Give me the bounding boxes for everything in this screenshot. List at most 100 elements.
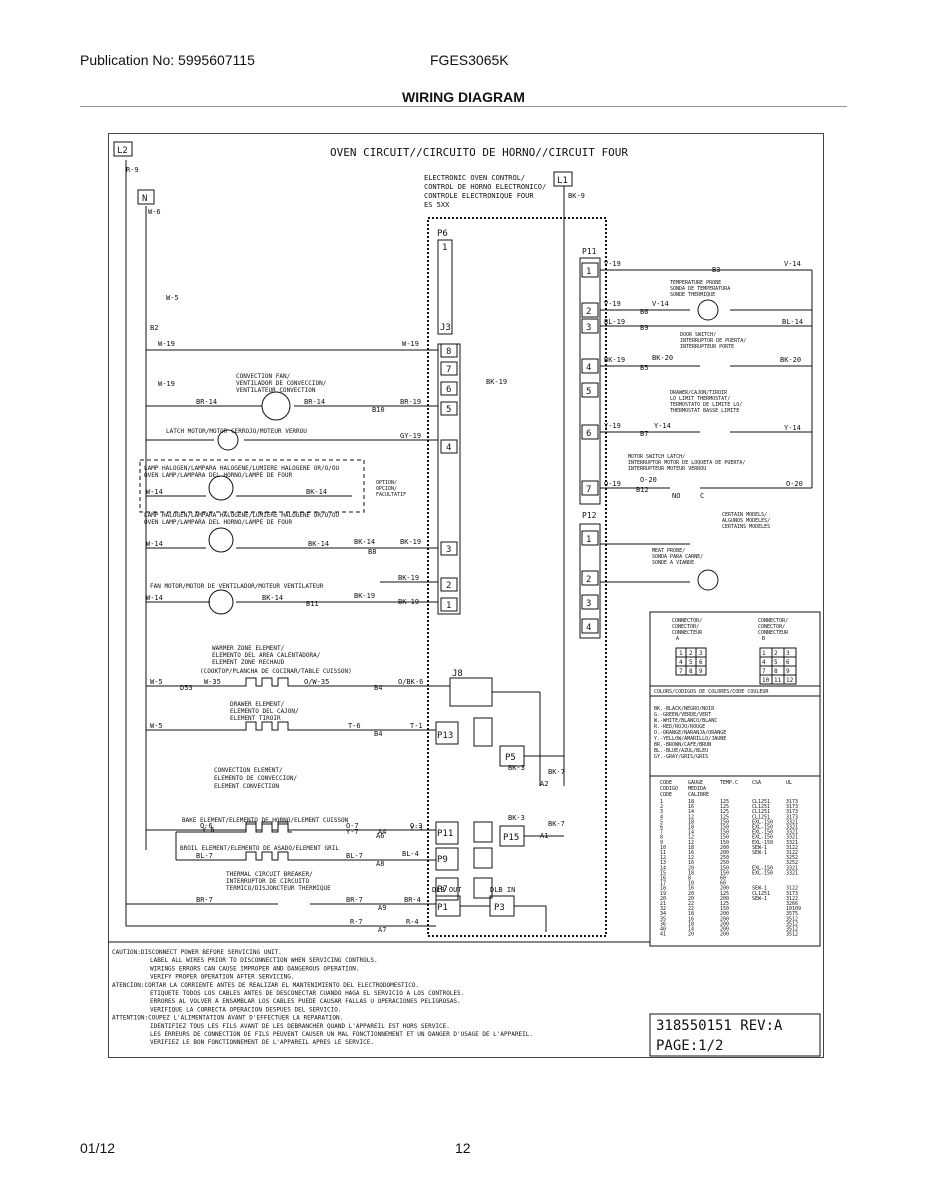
component-label: SONDE A VIANDE [652,560,694,566]
table-cell: 3512 [786,916,798,922]
component-label: TERMOSTATO DE LIMITE LO/ [670,402,742,408]
component-label: WARMER ZONE ELEMENT/ [212,645,285,652]
pin-number: 5 [586,387,591,397]
table-cell: 3321 [786,840,798,846]
grid-number: 8 [689,668,693,675]
table-cell: 18 [688,799,694,805]
component-label: BAKE ELEMENT/ELEMENTO DE HORNO/ELEMENT C… [182,817,349,824]
wire-label: BK-14 [354,538,375,546]
wire-label: O-20 [786,480,803,488]
grid-number: 1 [679,650,683,657]
legend-text: CONNECTOR/ [672,618,702,624]
table-cell: EXL-150 [752,819,773,825]
control-label-2: CONTROL DE HORNO ELECTRONICO/ [424,183,546,191]
table-cell: 150 [720,870,729,876]
diagram-frame [108,133,824,1058]
wire-label: B8 [368,548,376,556]
pin-box [440,381,458,396]
table-cell: 150 [720,830,729,836]
component-label: LO LIMIT THERMOSTAT/ [670,396,730,402]
table-cell: 18 [660,886,666,892]
component-label: LAMP HALOGEN/LAMPARA HALOGENE/LUMIERE HA… [144,465,339,472]
table-cell: 18 [688,921,694,927]
grid-number: 4 [762,659,766,666]
grid-number: 4 [679,659,683,666]
table-cell: 200 [720,911,729,917]
wire-label: V-19 [604,260,621,268]
color-code: W.-WHITE/BLANCO/BLANC [654,718,717,724]
wire-label: BL-7 [196,852,213,860]
j8-label: J8 [452,669,463,679]
color-code: BK.-BLACK/NEGRO/NOIR [654,706,715,712]
pin-number: 4 [586,363,591,373]
wire-label: W-5 [150,678,163,686]
grid-number: 6 [786,659,790,666]
dlb-out-label: DLB OUT [432,886,462,894]
pin-box [581,382,599,398]
wire-label: Y-19 [604,422,621,430]
color-code: R.-RED/ROJO/ROUGE [654,724,705,730]
grid-number: 3 [699,650,703,657]
component-label: DOOR SWITCH/ [680,332,716,338]
table-cell: 125 [720,891,729,897]
table-cell: 3173 [786,891,798,897]
table-cell: 3512 [786,932,798,938]
wire-label: A4 [378,828,386,836]
wire-label: B4 [374,684,382,692]
table-cell: 8 [688,876,691,882]
pin-number: 1 [442,243,447,253]
table-cell: 3122 [786,896,798,902]
table-cell: EXL-150 [752,865,773,871]
table-cell: 17 [660,881,666,887]
component-label: ELEMENTO DEL AREA CALENTADORA/ [212,652,321,659]
component-label: THERMOSTAT BASSE LIMITE [670,408,739,414]
table-cell: 150 [720,819,729,825]
color-code: GY.-GRAY/GRIS/GRIS [654,754,708,760]
p1-label: P1 [437,903,448,913]
p3-label: P3 [494,903,505,913]
table-cell: 200 [720,932,729,938]
component-label: INTERRUPTOR MOTOR DE LOQUETA DE PUERTA/ [628,460,745,466]
component-label: CONVECTION ELEMENT/ [214,767,283,774]
table-cell: 20 [688,896,694,902]
table-cell: EXL-150 [752,835,773,841]
wire-label: R-4 [406,918,419,926]
pin-box [581,302,599,318]
table-cell: 3173 [786,809,798,815]
pin-number: 3 [446,545,451,555]
table-cell: 34 [660,911,666,917]
j3-label: J3 [440,323,451,333]
wire-label: B7 [640,430,648,438]
pin-box [581,262,599,278]
component-label: CERTAIN MODELS/ [722,512,767,518]
table-cell: 3173 [786,804,798,810]
table-cell: 150 [720,835,729,841]
pin-number: 4 [586,623,591,633]
component-label: INTERRUPTOR DE CIRCUITO [226,878,309,885]
component-label: OPTION/ [376,480,397,486]
wire-label: BK-9 [568,192,585,200]
table-cell: EXL-150 [752,825,773,831]
header-divider [80,106,847,107]
table-cell: 5 [660,819,663,825]
publication-number: Publication No: 5995607115 [80,52,255,68]
table-cell: 18 [688,819,694,825]
table-cell: 15 [660,870,666,876]
table-subheader: CODE [660,792,672,798]
table-cell: 3252 [786,860,798,866]
component-label: LAMP HALOGEN/LAMPARA HALOGENE/LUMIERE HA… [144,512,339,519]
component-label: DRAWER/CAJON/TIROIR [670,390,728,396]
grid-number: 7 [679,668,683,675]
wire-label: BK-19 [604,356,625,364]
wire-label: BK-19 [486,378,507,386]
table-cell: 4 [660,814,663,820]
grid-cell [695,665,707,676]
table-cell: 3512 [786,927,798,933]
table-cell: 250 [720,855,729,861]
component-label: BROIL ELEMENT/ELEMENTO DE ASADO/ELEMENT … [180,845,339,852]
wire-label: BL-7 [346,852,363,860]
wire-label: T-6 [348,722,361,730]
table-cell: EXL-150 [752,870,773,876]
legend-text: CONNECTEUR [758,630,789,636]
p12-label: P12 [582,511,597,520]
